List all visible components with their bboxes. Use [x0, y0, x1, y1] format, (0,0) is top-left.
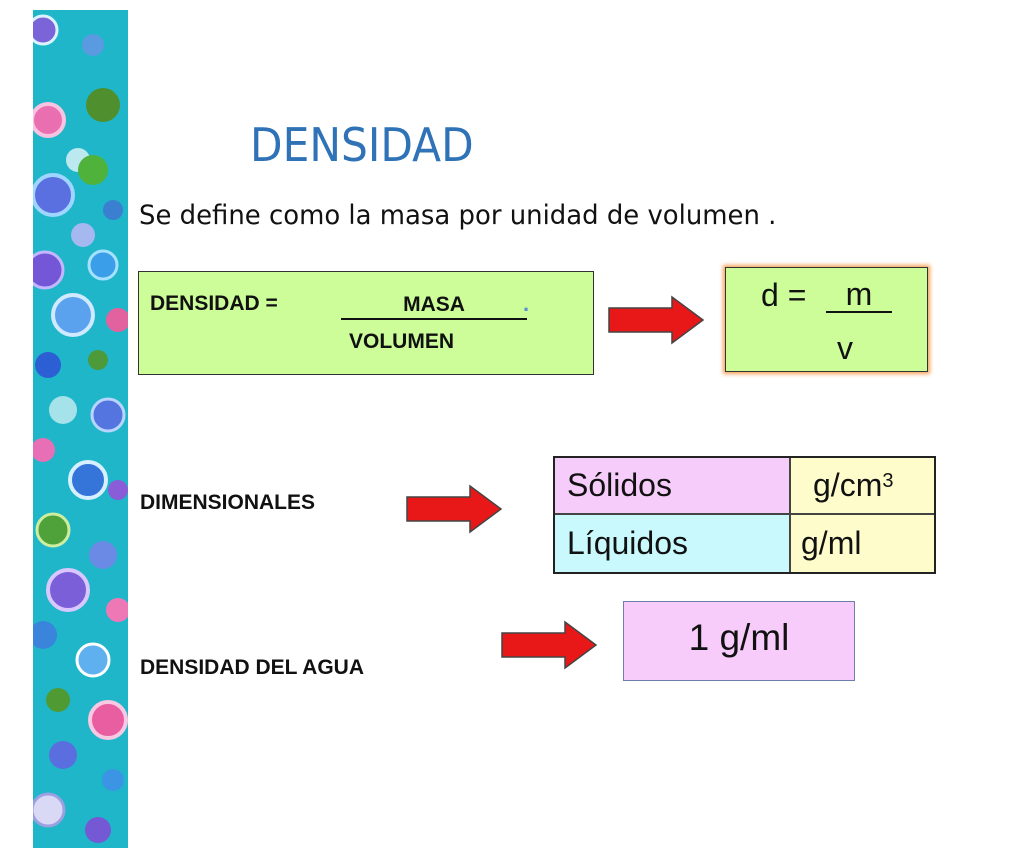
decorative-sidebar — [33, 10, 128, 848]
water-density-box: 1 g/ml — [623, 601, 855, 681]
symbolic-numerator: m — [826, 277, 892, 313]
density-formula-box: DENSIDAD = MASA . VOLUMEN — [138, 271, 594, 375]
formula-denominator: VOLUMEN — [349, 330, 454, 353]
symbolic-denominator: v — [837, 330, 853, 366]
definition-text: Se define como la masa por unidad de vol… — [139, 200, 777, 231]
formula-dot: . — [523, 291, 530, 316]
symbolic-lhs: d = — [761, 277, 807, 313]
right-arrow-icon — [501, 620, 598, 670]
table-cell-state: Sólidos — [555, 458, 791, 515]
formula-numerator: MASA — [341, 292, 527, 320]
agua-label: DENSIDAD DEL AGUA — [140, 656, 365, 679]
page-title: DENSIDAD — [250, 118, 474, 172]
water-density-value: 1 g/ml — [688, 617, 790, 658]
table-cell-state: Líquidos — [555, 515, 791, 572]
formula-label: DENSIDAD = — [150, 292, 278, 315]
unit-exponent: 3 — [882, 470, 894, 492]
table-cell-unit: g/ml — [791, 515, 934, 572]
polka-dot-pattern — [33, 14, 128, 843]
dimensionales-label: DIMENSIONALES — [140, 491, 316, 514]
right-arrow-icon — [406, 484, 503, 534]
symbolic-formula-box: d = m v — [725, 267, 928, 372]
right-arrow-icon — [608, 295, 705, 345]
